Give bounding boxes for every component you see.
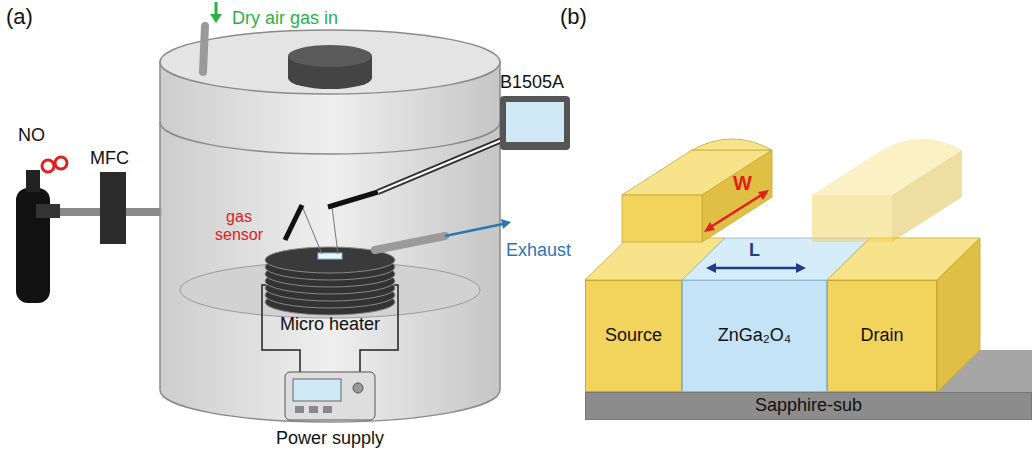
exhaust-arrow: [445, 224, 503, 236]
instrument-label: B1505A: [500, 72, 564, 93]
power-label: Power supply: [276, 428, 384, 449]
panel-label: (b): [560, 4, 587, 29]
source-electrode: Source: [585, 280, 682, 392]
inlet-arrow: [210, 14, 222, 23]
mfc-box: [100, 172, 126, 244]
box-text: Source: [605, 325, 662, 347]
substrate-block: Sapphire-sub: [585, 392, 1032, 420]
length-arrow: [712, 267, 800, 270]
length-arrow: [796, 263, 806, 273]
electrode-top: [882, 139, 962, 150]
electrode-side: [892, 150, 962, 242]
electrode-front: [812, 195, 892, 242]
inlet-arrow: [215, 2, 218, 15]
width-arrow: [704, 222, 715, 232]
box-text: Sapphire-sub: [755, 395, 862, 417]
analyzer-screen: [506, 102, 564, 142]
chamber-top: [160, 30, 500, 94]
power-knob: [353, 383, 363, 393]
lid-seam: [160, 122, 500, 154]
length-arrow: [706, 263, 716, 273]
lid-knob: [288, 45, 372, 67]
power-button: [309, 406, 318, 413]
dimension-label: W: [733, 172, 752, 195]
width-arrow: [709, 194, 763, 228]
box-text: Drain: [860, 325, 903, 347]
exhaust-pipe: [375, 236, 445, 250]
analyzer-cable: [378, 140, 502, 192]
lid-knob: [288, 67, 372, 89]
power-button: [323, 406, 332, 413]
box-text: ZnGa₂O₄: [718, 325, 791, 347]
exhaust-arrow: [501, 219, 511, 229]
width-arrow: [758, 190, 769, 200]
heater-label: Micro heater: [280, 314, 380, 335]
electrode-top: [622, 150, 772, 195]
power-supply: [285, 372, 375, 420]
gas-name: NO: [18, 125, 45, 146]
panel-label: (a): [6, 4, 33, 29]
chamber-body: [160, 62, 500, 422]
analyzer-monitor: [500, 96, 570, 150]
electrode-front: [622, 195, 702, 242]
bottle-neck: [26, 170, 40, 192]
dimension-label: L: [749, 240, 760, 261]
probe-tip: [302, 206, 322, 254]
electrode-side: [702, 150, 772, 242]
probe-tip: [332, 207, 338, 254]
inlet-label: Dry air gas in: [232, 8, 338, 29]
probe-arm: [285, 205, 302, 240]
exhaust-label: Exhaust: [506, 240, 571, 261]
drain-electrode: Drain: [827, 280, 937, 392]
valve-handle: [55, 157, 67, 169]
analyzer-cable: [378, 140, 502, 192]
power-button: [295, 406, 304, 413]
mfc-label: MFC: [90, 148, 129, 169]
inlet-pipe: [203, 26, 205, 72]
bottle-valve: [36, 204, 60, 218]
drain-side: [937, 238, 980, 392]
probe-arm: [328, 192, 378, 207]
power-screen: [293, 379, 341, 401]
sensor-label: gas sensor: [210, 208, 268, 245]
channel-layer: ZnGa₂O₄: [682, 280, 827, 392]
valve-handle: [42, 160, 54, 172]
electrode-top: [692, 139, 772, 150]
